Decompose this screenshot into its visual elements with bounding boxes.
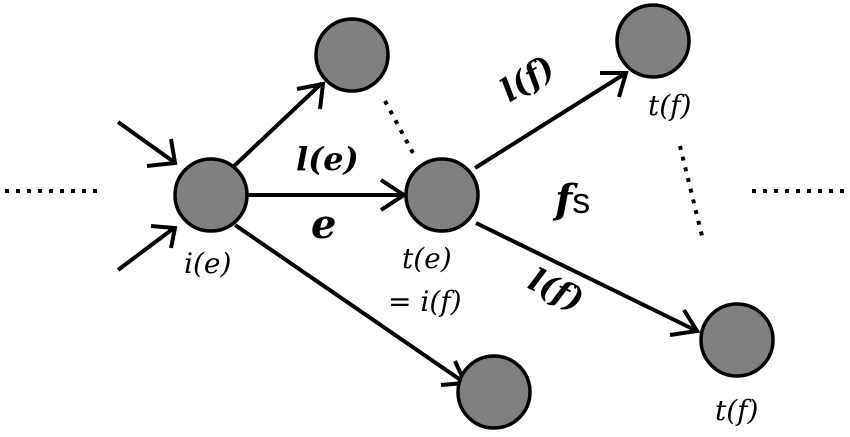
- label-fs-s: s: [572, 180, 591, 221]
- edge-e: [247, 178, 408, 212]
- label-eq-i-f: = i(f): [388, 285, 462, 318]
- incoming-edge-top: [116, 120, 178, 168]
- label-l-e: l(e): [296, 140, 359, 178]
- label-t-f-lower: t(f): [715, 394, 759, 427]
- label-e: e: [311, 201, 337, 248]
- node-t-f-upper: [615, 3, 691, 79]
- edge-to-top-node: [231, 81, 326, 169]
- node-top: [314, 17, 390, 93]
- upper-dots: [383, 100, 415, 154]
- label-t-e: t(e): [402, 242, 452, 275]
- label-fs-f: f: [555, 176, 573, 223]
- node-i-e: [173, 157, 249, 233]
- right-vertical-dots: [678, 145, 705, 241]
- node-t-f-lower: [699, 302, 775, 378]
- incoming-edge-bottom: [116, 224, 178, 272]
- label-t-f-upper: t(f): [648, 89, 692, 122]
- label-i-e: i(e): [184, 247, 232, 280]
- node-t-e: [404, 157, 480, 233]
- node-bottom: [456, 354, 532, 430]
- label-fs: fs: [555, 180, 590, 220]
- edge-f-lower: [475, 221, 701, 337]
- edge-f-upper: [473, 71, 629, 170]
